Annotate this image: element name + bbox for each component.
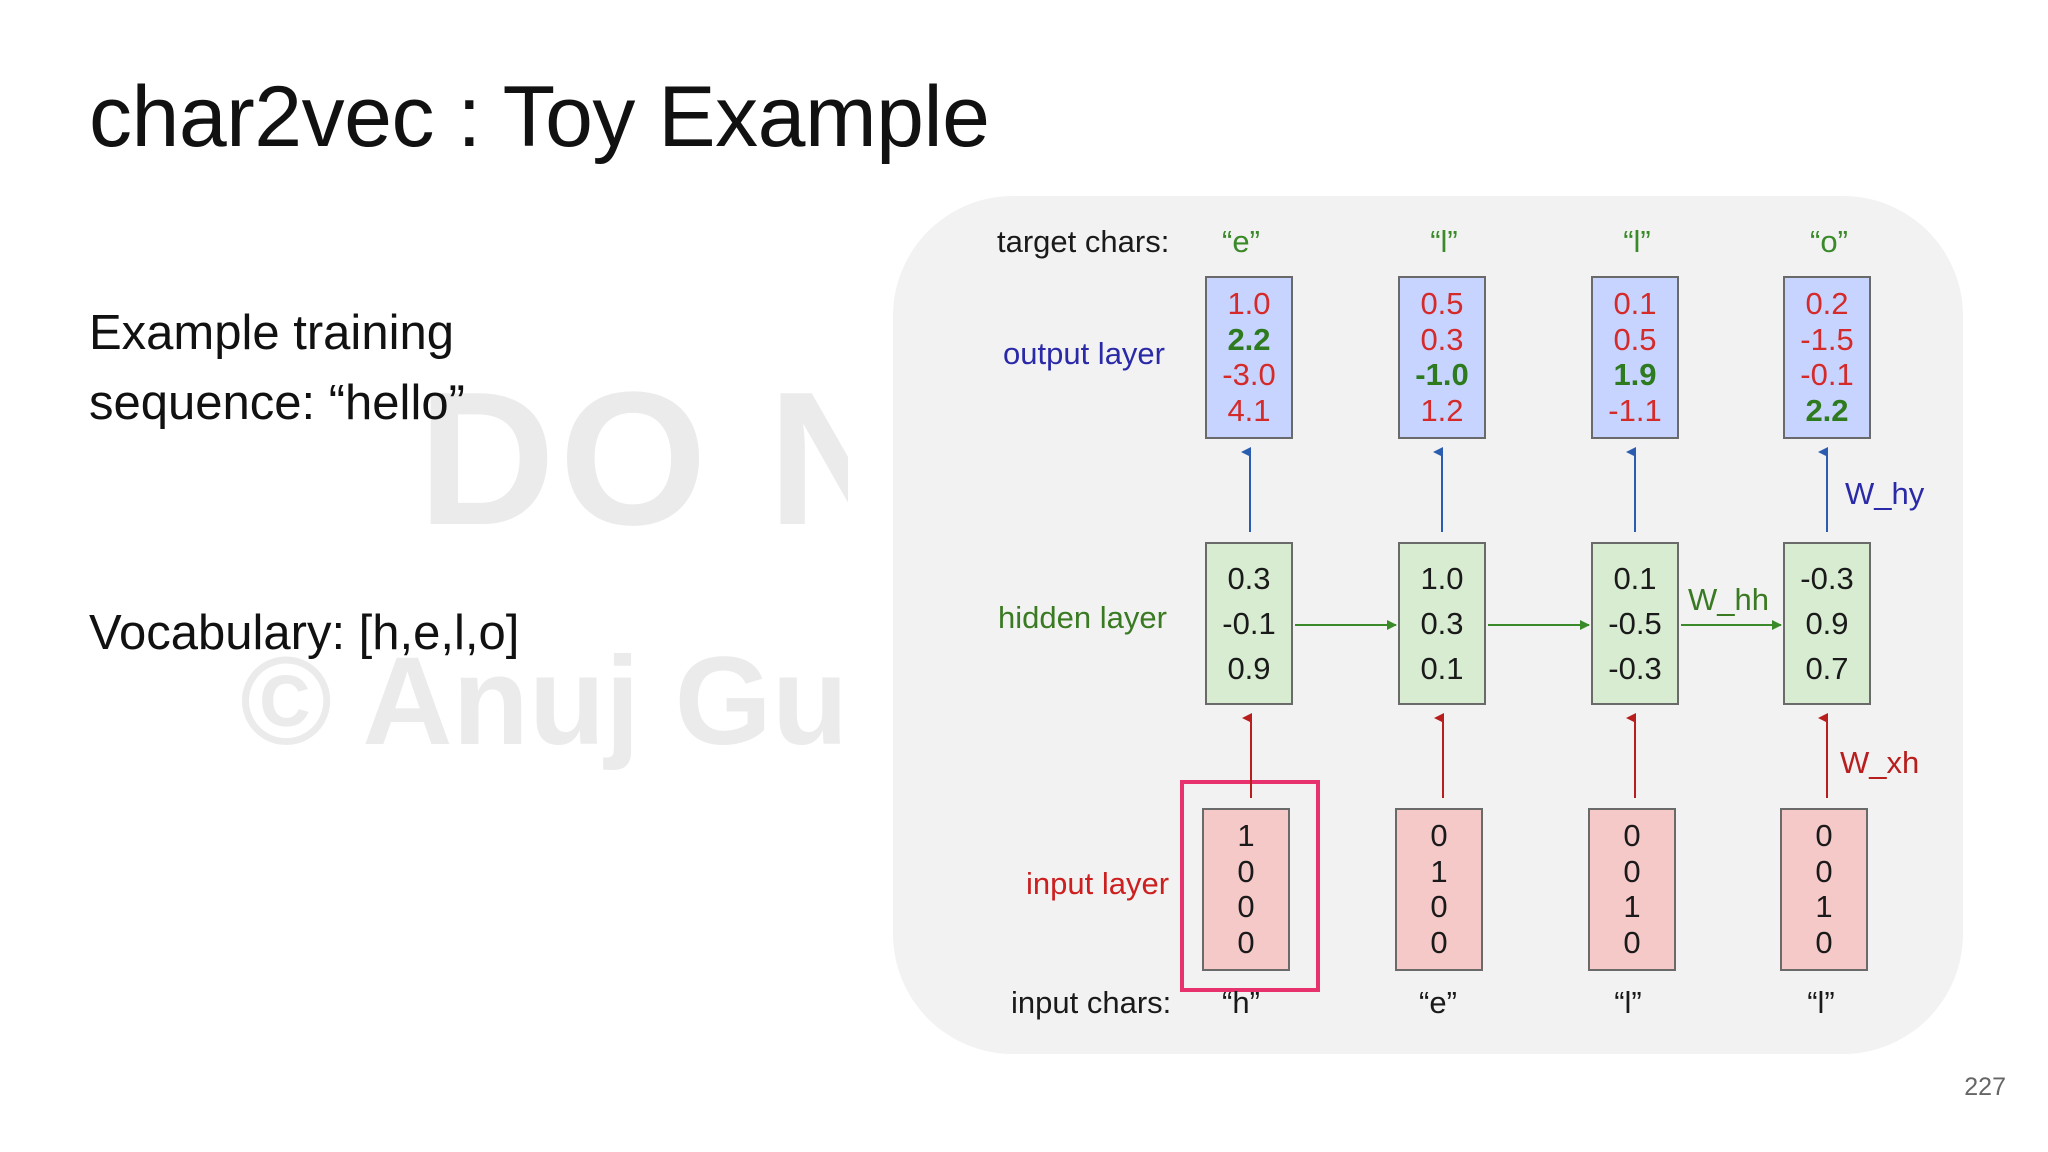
input-chars-label: input chars: <box>1011 985 1172 1020</box>
output-value: -1.1 <box>1608 393 1662 429</box>
input-value: 1 <box>1815 889 1833 925</box>
hidden-value: -0.3 <box>1800 560 1854 596</box>
input-layer-label: input layer <box>1026 866 1170 901</box>
input-value: 0 <box>1237 853 1255 889</box>
output-vector: 1.0 2.2 -3.0 4.1 <box>1205 276 1293 439</box>
output-value: -3.0 <box>1222 357 1276 393</box>
training-text-line2: sequence: “hello” <box>89 376 465 430</box>
weight-label-hh: W_hh <box>1688 582 1769 617</box>
output-vector: 0.5 0.3 -1.0 1.2 <box>1398 276 1486 439</box>
output-vector: 0.1 0.5 1.9 -1.1 <box>1591 276 1679 439</box>
hidden-value: -0.3 <box>1608 650 1662 686</box>
input-value: 0 <box>1815 853 1833 889</box>
input-value: 0 <box>1430 817 1448 853</box>
output-value: 0.2 <box>1805 285 1849 321</box>
vocabulary-text: Vocabulary: [h,e,l,o] <box>89 606 520 660</box>
output-value: 1.2 <box>1420 393 1464 429</box>
hidden-vector: -0.3 0.9 0.7 <box>1783 542 1871 705</box>
input-value: 0 <box>1815 925 1833 961</box>
input-value: 1 <box>1623 889 1641 925</box>
hidden-vector: 0.3 -0.1 0.9 <box>1205 542 1293 705</box>
hidden-value: 0.9 <box>1805 605 1849 641</box>
input-value: 0 <box>1237 889 1255 925</box>
input-value: 1 <box>1430 853 1448 889</box>
output-value: 2.2 <box>1227 321 1271 357</box>
input-value: 0 <box>1430 889 1448 925</box>
input-vector: 0 0 1 0 <box>1780 808 1868 971</box>
input-vector: 0 1 0 0 <box>1395 808 1483 971</box>
training-text-line1: Example training <box>89 306 454 360</box>
hidden-value: 0.9 <box>1227 650 1271 686</box>
input-char: “l” <box>1614 985 1642 1020</box>
hidden-value: 0.1 <box>1613 560 1657 596</box>
hidden-layer-label: hidden layer <box>998 600 1167 635</box>
target-chars-label: target chars: <box>997 224 1170 259</box>
weight-label-hy: W_hy <box>1845 476 1925 511</box>
output-value: 1.0 <box>1227 285 1271 321</box>
output-layer-label: output layer <box>1003 336 1165 371</box>
output-value: -0.1 <box>1800 357 1854 393</box>
slide-title: char2vec : Toy Example <box>89 69 990 165</box>
input-value: 0 <box>1815 817 1833 853</box>
output-vector: 0.2 -1.5 -0.1 2.2 <box>1783 276 1871 439</box>
hidden-value: -0.5 <box>1608 605 1662 641</box>
input-char: “e” <box>1419 985 1457 1020</box>
hidden-value: 0.7 <box>1805 650 1849 686</box>
input-value: 1 <box>1237 817 1255 853</box>
input-value: 0 <box>1430 925 1448 961</box>
output-value: -1.5 <box>1800 321 1854 357</box>
input-char: “h” <box>1222 985 1260 1020</box>
page-number: 227 <box>1964 1073 2006 1101</box>
hidden-vector: 0.1 -0.5 -0.3 <box>1591 542 1679 705</box>
input-char: “l” <box>1807 985 1835 1020</box>
target-char: “o” <box>1810 224 1848 259</box>
output-value: 0.1 <box>1613 285 1657 321</box>
output-value: 0.5 <box>1420 285 1464 321</box>
hidden-value: 0.3 <box>1227 560 1271 596</box>
output-value: 0.5 <box>1613 321 1657 357</box>
output-value: 1.9 <box>1613 357 1657 393</box>
weight-label-xh: W_xh <box>1840 745 1920 780</box>
input-value: 0 <box>1623 925 1641 961</box>
output-value: 4.1 <box>1227 393 1271 429</box>
input-vector: 1 0 0 0 <box>1202 808 1290 971</box>
hidden-value: 0.3 <box>1420 605 1464 641</box>
target-char: “l” <box>1623 224 1651 259</box>
hidden-value: 1.0 <box>1420 560 1464 596</box>
hidden-vector: 1.0 0.3 0.1 <box>1398 542 1486 705</box>
output-value: 0.3 <box>1420 321 1464 357</box>
input-value: 0 <box>1623 817 1641 853</box>
hidden-value: -0.1 <box>1222 605 1276 641</box>
input-value: 0 <box>1237 925 1255 961</box>
target-char: “e” <box>1222 224 1260 259</box>
output-value: -1.0 <box>1415 357 1469 393</box>
input-vector: 0 0 1 0 <box>1588 808 1676 971</box>
target-char: “l” <box>1430 224 1458 259</box>
output-value: 2.2 <box>1805 393 1849 429</box>
input-value: 0 <box>1623 853 1641 889</box>
hidden-value: 0.1 <box>1420 650 1464 686</box>
